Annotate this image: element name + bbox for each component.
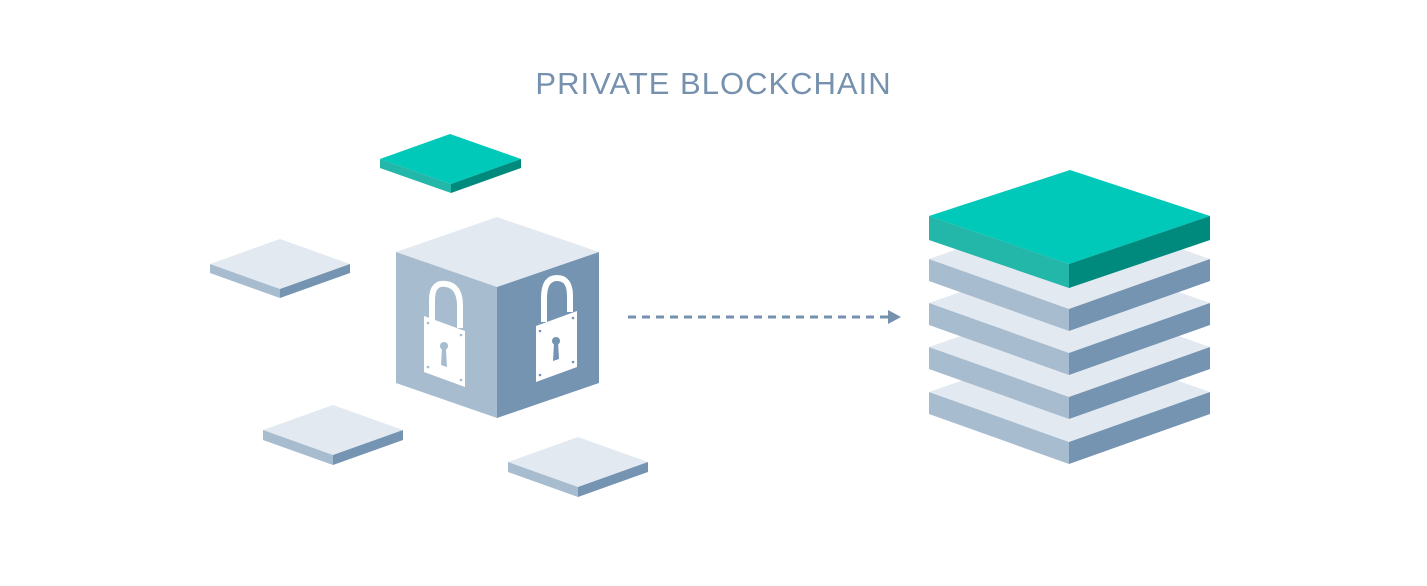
padlock-icon (424, 280, 465, 387)
block-right-face (578, 462, 648, 497)
diagram-title: PRIVATE BLOCKCHAIN (535, 66, 892, 101)
padlock-keyhole-slot (553, 341, 559, 361)
padlock-icon (536, 274, 577, 382)
padlock-rivet (459, 333, 463, 337)
block-left-face (929, 216, 1069, 288)
block-right-face (280, 264, 350, 298)
block-right-face (1069, 216, 1210, 288)
block-left-face (210, 264, 280, 298)
block-left-face (929, 303, 1069, 375)
block-left-face (380, 159, 451, 193)
padlock-rivet (538, 329, 542, 333)
block-top (210, 239, 350, 289)
block-right-face (1069, 303, 1210, 375)
block-top (929, 170, 1210, 264)
blockchain-stack (929, 170, 1210, 464)
block-left-face (929, 259, 1069, 331)
block-right-face (333, 430, 403, 465)
block-right-face (1069, 347, 1210, 419)
block-right-face (1069, 259, 1210, 331)
padlock-rivet (459, 378, 463, 382)
padlock-rivet (426, 365, 430, 369)
padlock-rivet (426, 321, 430, 325)
loose-block-teal (380, 134, 521, 193)
loose-block-left (210, 239, 350, 298)
loose-block-bottom-left (263, 405, 403, 465)
arrow-head (888, 310, 901, 324)
block-left-face (508, 462, 578, 497)
padlock-keyhole-slot (441, 347, 447, 367)
chain-block-new (929, 170, 1210, 288)
block-right-face (1069, 392, 1210, 464)
padlock-rivet (571, 316, 575, 320)
loose-block-bottom-right (508, 437, 648, 497)
padlock-shackle (541, 274, 573, 322)
padlock-shackle (429, 280, 463, 328)
block-left-face (929, 347, 1069, 419)
cube-top (396, 217, 599, 287)
block-left-face (263, 430, 333, 465)
padlock-rivet (538, 373, 542, 377)
block-right-face (451, 159, 521, 193)
padlock-rivet (571, 360, 575, 364)
locked-cube (396, 217, 599, 418)
block-left-face (929, 392, 1069, 464)
block-top (380, 134, 521, 184)
dashed-arrow-right-icon (628, 310, 901, 324)
